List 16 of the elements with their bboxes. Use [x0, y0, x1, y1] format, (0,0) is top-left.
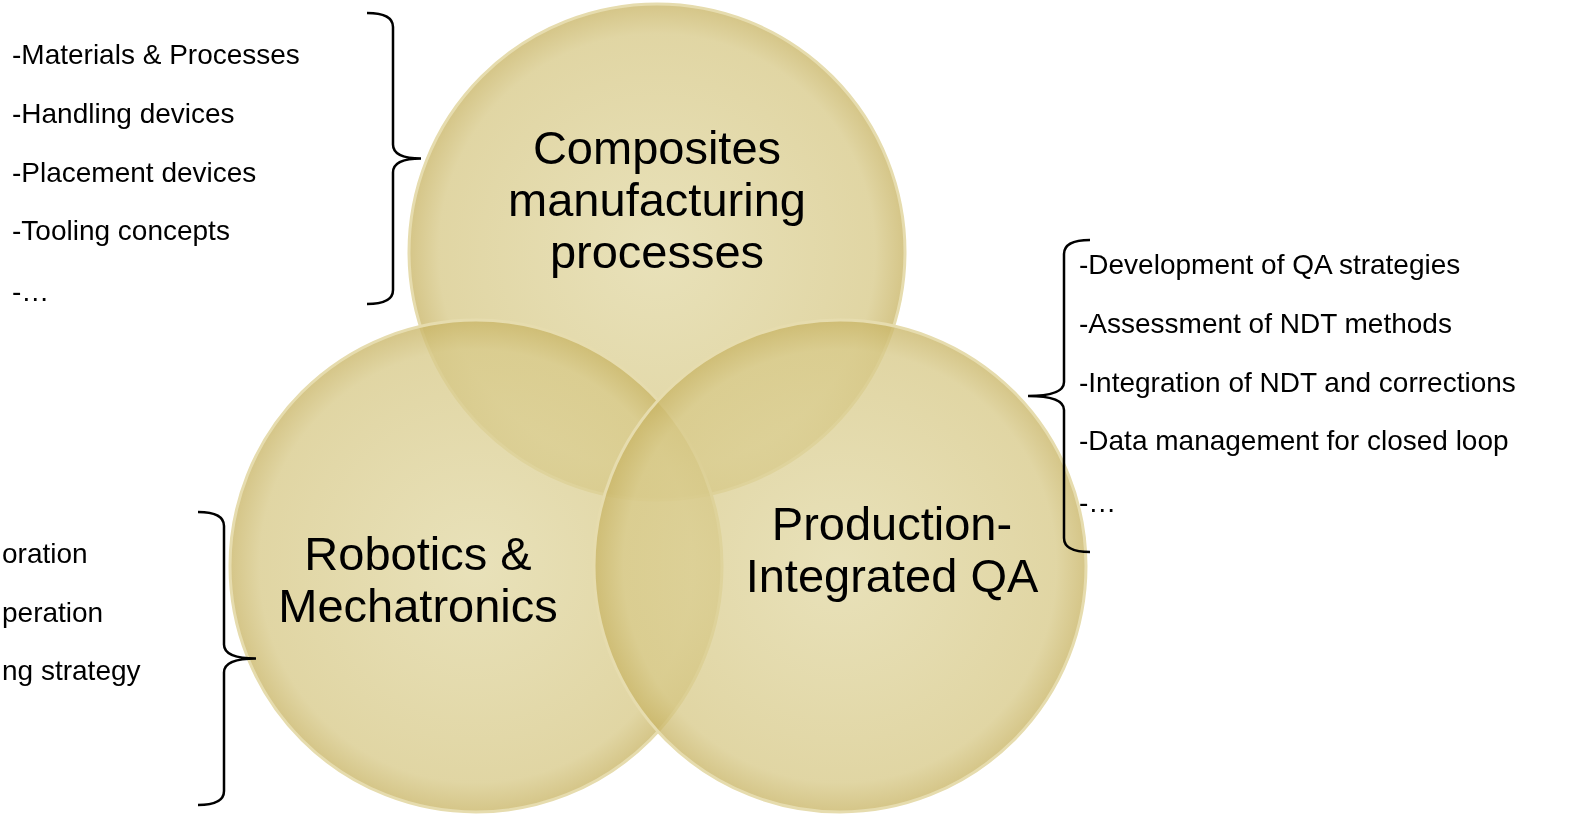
list-item: -…	[1079, 487, 1117, 519]
circle-title: Robotics & Mechatronics	[277, 528, 559, 632]
list-item: -Assessment of NDT methods	[1079, 308, 1452, 340]
list-item: -Handling devices	[12, 98, 235, 130]
list-item: oration	[2, 538, 88, 570]
circle-title: Production-Integrated QA	[744, 498, 1040, 602]
list-item: -Development of QA strategies	[1079, 249, 1461, 281]
list-item: -Placement devices	[12, 157, 257, 189]
list-item: -Tooling concepts	[12, 215, 230, 247]
list-item: -Data management for closed loop	[1079, 425, 1509, 457]
list-item: -Materials & Processes	[12, 39, 300, 71]
list-item: -…	[12, 276, 50, 308]
circle-title: Composites manufacturing processes	[507, 122, 807, 278]
list-item: -Integration of NDT and corrections	[1079, 367, 1516, 399]
list-item: ng strategy	[2, 655, 141, 687]
list-item: peration	[2, 597, 104, 629]
